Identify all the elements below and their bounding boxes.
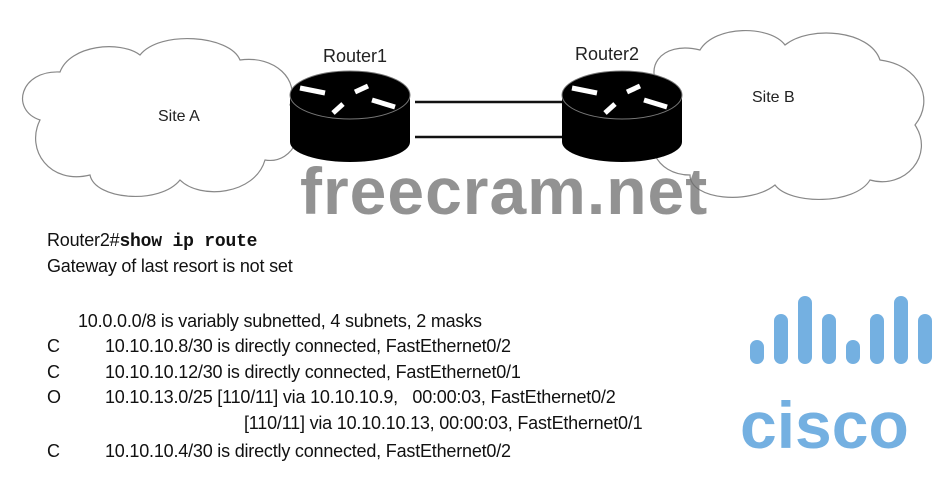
route-entry-continuation: [110/11] via 10.10.10.13, 00:00:03, Fast…	[244, 413, 643, 433]
route-code: C	[47, 441, 60, 461]
gateway-line: Gateway of last resort is not set	[47, 256, 293, 276]
network-diagram	[22, 29, 925, 201]
route-entry: 10.10.10.12/30 is directly connected, Fa…	[105, 362, 521, 382]
summary-line: 10.0.0.0/8 is variably subnetted, 4 subn…	[78, 311, 482, 331]
freecram-watermark: freecram.net	[300, 154, 709, 228]
route-entry: 10.10.10.8/30 is directly connected, Fas…	[105, 336, 511, 356]
cisco-logo-bar	[846, 340, 860, 364]
cisco-logo-bar	[918, 314, 932, 364]
cisco-logo-bar	[870, 314, 884, 364]
cisco-logo-bar	[750, 340, 764, 364]
cli-command: show ip route	[119, 232, 258, 252]
route-code: C	[47, 336, 60, 356]
cli-prompt: Router2#	[47, 230, 120, 250]
route-code: O	[47, 387, 61, 407]
route-code: C	[47, 362, 60, 382]
cisco-logo-bar	[798, 296, 812, 364]
router2-label: Router2	[575, 44, 640, 64]
cisco-logo-bar	[822, 314, 836, 364]
router1-icon	[289, 70, 411, 162]
site-b-label: Site B	[752, 89, 795, 106]
cloud-site-b	[652, 29, 925, 201]
site-a-label: Site A	[158, 108, 200, 125]
cisco-logo-bar	[894, 296, 908, 364]
route-entry: 10.10.13.0/25 [110/11] via 10.10.10.9, 0…	[105, 387, 616, 407]
cli-command-line: Router2#show ip route	[47, 230, 257, 252]
link-lines	[415, 100, 570, 139]
router2-icon	[561, 70, 683, 162]
router1-label: Router1	[323, 46, 388, 66]
route-entry: 10.10.10.4/30 is directly connected, Fas…	[105, 441, 511, 461]
cisco-wordmark: cisco	[740, 388, 909, 462]
cisco-logo-bar	[774, 314, 788, 364]
